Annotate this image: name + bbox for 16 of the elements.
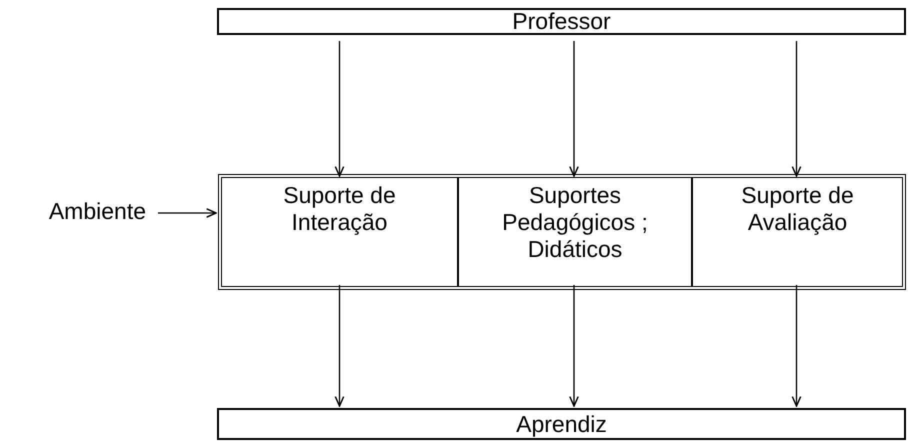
label-box <box>217 8 906 35</box>
label-box <box>217 408 906 440</box>
arrow <box>569 41 579 177</box>
arrow <box>792 285 802 407</box>
box-text: Suportes Pedagógicos ; Didáticos <box>501 182 649 263</box>
arrow <box>334 41 344 177</box>
box-text: Suporte de Avaliação <box>740 182 855 236</box>
arrow <box>158 208 217 218</box>
box-text: Professor <box>511 8 612 35</box>
arrow <box>334 285 344 407</box>
arrow <box>569 285 579 407</box>
box-text: Suporte de Interação <box>282 182 397 236</box>
arrow <box>792 41 802 177</box>
node-label: Ambiente <box>48 198 147 224</box>
container-box <box>218 174 906 290</box>
box-text: Aprendiz <box>515 410 608 438</box>
